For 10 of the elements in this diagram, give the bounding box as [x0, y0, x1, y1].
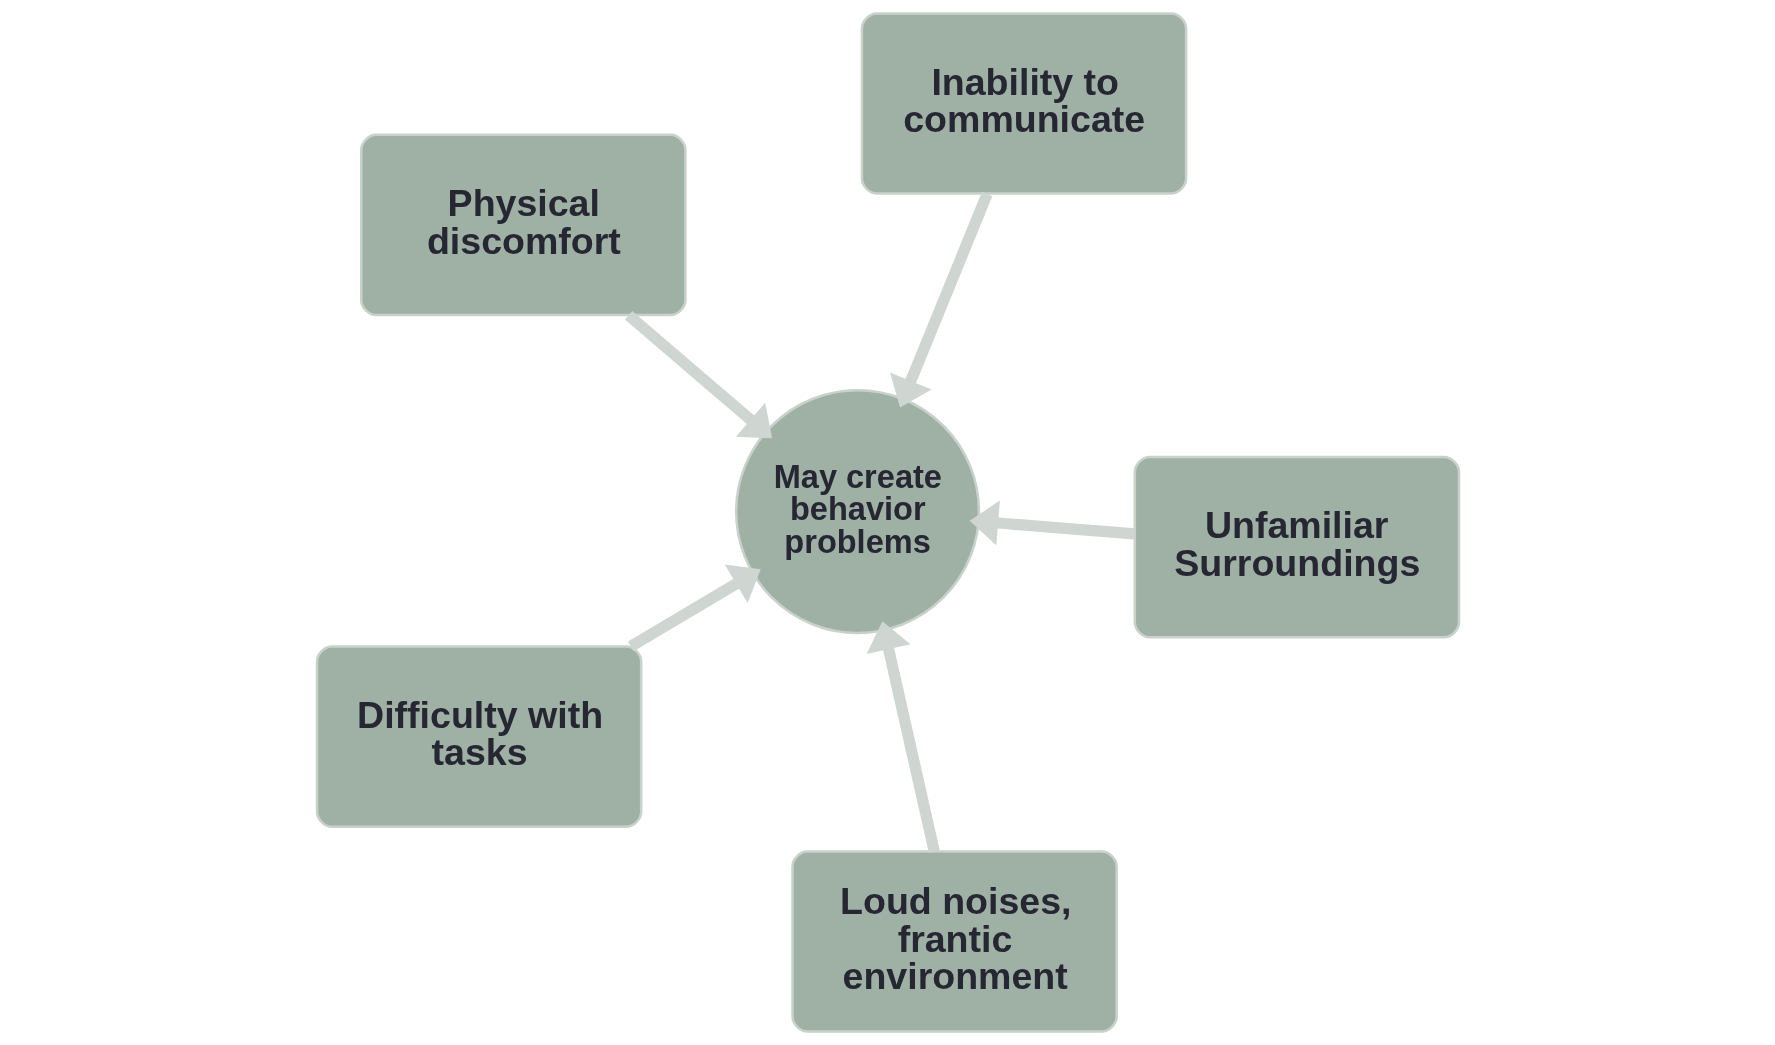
- node-box: Loud noises, frantic environment: [790, 850, 1118, 1033]
- arrow: [969, 500, 1135, 546]
- arrow: [866, 621, 940, 853]
- node-box: Inability to communicate: [860, 12, 1187, 195]
- node-box: Physical discomfort: [359, 133, 687, 317]
- arrow: [624, 310, 772, 439]
- arrow: [627, 564, 761, 652]
- arrow: [889, 191, 992, 408]
- node-box: Unfamiliar Surroundings: [1133, 455, 1460, 639]
- node-box: Difficulty with tasks: [315, 645, 642, 828]
